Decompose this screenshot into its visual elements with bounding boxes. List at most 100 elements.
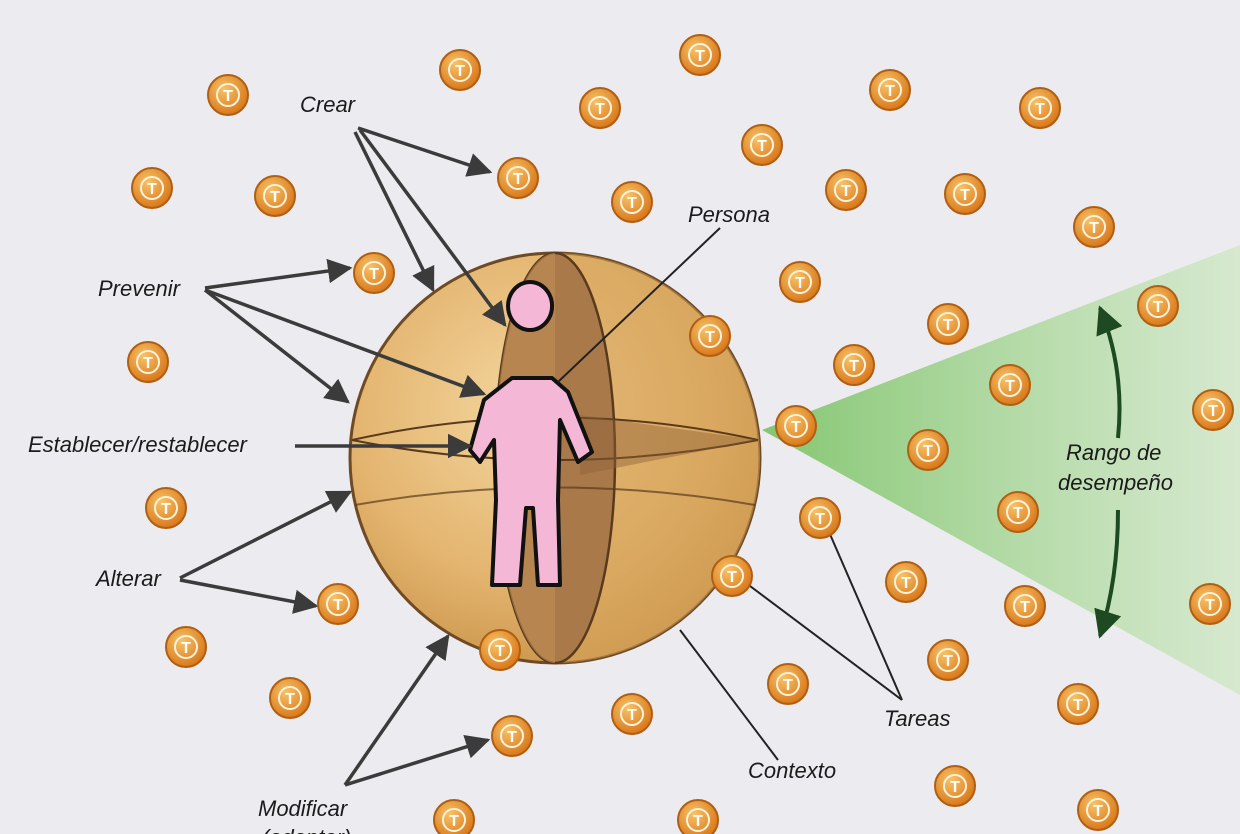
task-token-letter: T (960, 187, 970, 204)
task-token-letter: T (627, 195, 637, 212)
task-token-letter: T (757, 138, 767, 155)
label-establecer: Establecer/restablecer (28, 432, 249, 457)
label-prevenir: Prevenir (98, 276, 182, 301)
task-token: T (776, 406, 816, 446)
task-token-letter: T (270, 189, 280, 206)
task-token: T (1020, 88, 1060, 128)
task-token-letter: T (815, 511, 825, 528)
task-token: T (612, 182, 652, 222)
task-token-letter: T (795, 275, 805, 292)
task-token-letter: T (333, 597, 343, 614)
task-token: T (678, 800, 718, 834)
task-token-letter: T (943, 317, 953, 334)
label-tareas: Tareas (884, 706, 950, 731)
task-token: T (886, 562, 926, 602)
task-token-letter: T (1208, 403, 1218, 420)
task-token: T (680, 35, 720, 75)
task-token: T (1078, 790, 1118, 830)
task-token-letter: T (1005, 378, 1015, 395)
task-token-letter: T (695, 48, 705, 65)
task-token-letter: T (885, 83, 895, 100)
label-rango-line1: Rango de (1066, 440, 1161, 465)
task-token: T (270, 678, 310, 718)
task-token-letter: T (943, 653, 953, 670)
task-token: T (935, 766, 975, 806)
task-token: T (1058, 684, 1098, 724)
task-token: T (834, 345, 874, 385)
task-token: T (870, 70, 910, 110)
label-alterar: Alterar (94, 566, 162, 591)
task-token-letter: T (1013, 505, 1023, 522)
label-contexto: Contexto (748, 758, 836, 783)
task-token-letter: T (705, 329, 715, 346)
task-token-letter: T (507, 729, 517, 746)
task-token: T (768, 664, 808, 704)
label-rango-line2: desempeño (1058, 470, 1173, 495)
task-token: T (1005, 586, 1045, 626)
task-token: T (612, 694, 652, 734)
task-token: T (492, 716, 532, 756)
task-token: T (1074, 207, 1114, 247)
task-token-letter: T (1205, 597, 1215, 614)
task-token: T (166, 627, 206, 667)
task-token: T (208, 75, 248, 115)
task-token: T (712, 556, 752, 596)
task-token-letter: T (595, 101, 605, 118)
label-crear: Crear (300, 92, 357, 117)
task-token: T (498, 158, 538, 198)
task-token-letter: T (455, 63, 465, 80)
task-token-letter: T (1089, 220, 1099, 237)
task-token: T (580, 88, 620, 128)
task-token: T (690, 316, 730, 356)
task-token: T (928, 640, 968, 680)
task-token: T (132, 168, 172, 208)
task-token: T (318, 584, 358, 624)
task-token: T (928, 304, 968, 344)
task-token-letter: T (727, 569, 737, 586)
task-token: T (998, 492, 1038, 532)
task-token-letter: T (181, 640, 191, 657)
task-token: T (826, 170, 866, 210)
task-token-letter: T (285, 691, 295, 708)
task-token-letter: T (223, 88, 233, 105)
task-token-letter: T (693, 813, 703, 830)
task-token-letter: T (1020, 599, 1030, 616)
label-modificar: Modificar (258, 796, 349, 821)
label-persona: Persona (688, 202, 770, 227)
task-token-letter: T (791, 419, 801, 436)
task-token-letter: T (627, 707, 637, 724)
task-token-letter: T (495, 643, 505, 660)
task-token: T (990, 365, 1030, 405)
task-token: T (1138, 286, 1178, 326)
task-token-letter: T (147, 181, 157, 198)
task-token-letter: T (1153, 299, 1163, 316)
task-token-letter: T (143, 355, 153, 372)
task-token: T (945, 174, 985, 214)
task-token-letter: T (1073, 697, 1083, 714)
task-token: T (128, 342, 168, 382)
task-token-letter: T (950, 779, 960, 796)
task-token-letter: T (841, 183, 851, 200)
task-token: T (908, 430, 948, 470)
task-token-letter: T (1035, 101, 1045, 118)
task-token: T (440, 50, 480, 90)
task-token: T (800, 498, 840, 538)
task-token-letter: T (161, 501, 171, 518)
task-token: T (780, 262, 820, 302)
task-token: T (434, 800, 474, 834)
label-modificar-cut: (adaptar) (262, 825, 351, 834)
task-token: T (1190, 584, 1230, 624)
task-token: T (742, 125, 782, 165)
task-token: T (354, 253, 394, 293)
task-token-letter: T (369, 266, 379, 283)
task-token-letter: T (513, 171, 523, 188)
task-token-letter: T (1093, 803, 1103, 820)
task-token-letter: T (923, 443, 933, 460)
task-token-letter: T (783, 677, 793, 694)
task-token-letter: T (849, 358, 859, 375)
task-token: T (480, 630, 520, 670)
task-token-letter: T (449, 813, 459, 830)
task-token: T (146, 488, 186, 528)
